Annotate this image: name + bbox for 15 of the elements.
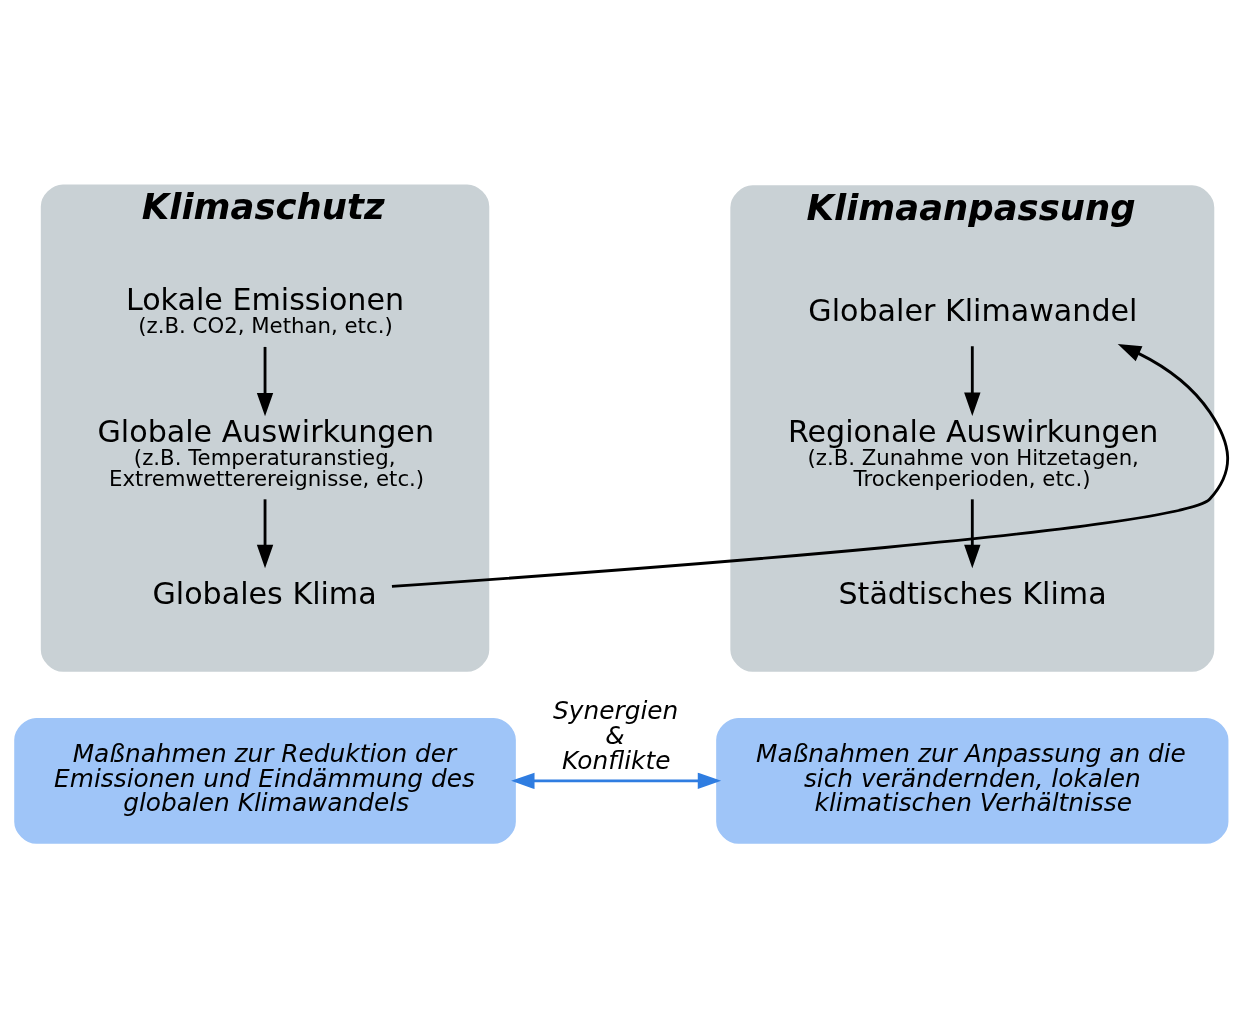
- node-text: Städtisches Klima: [838, 575, 1107, 611]
- arrow: [256, 498, 274, 568]
- arrow: [964, 498, 981, 568]
- node-text: Globaler Klimawandel: [808, 292, 1138, 328]
- arrow: [391, 343, 1229, 588]
- node-text: Globale Auswirkungen (z.B. Temperaturanstieg, Extremwetterereignisse, etc.): [97, 413, 434, 491]
- node-text: Regionale Auswirkungen (z.B. Zunahme von Hitzetagen, Trockenperioden, etc.): [787, 413, 1159, 491]
- arrow: [256, 346, 274, 416]
- arrow: [511, 772, 722, 789]
- arrow: [964, 345, 981, 416]
- node-box: Maßnahmen zur Reduktion der Emissionen und Eindämmung des globalen Klimawandels: [14, 717, 516, 844]
- edge-label: Synergien & Konflikte: [553, 695, 679, 775]
- node-box: Maßnahmen zur Anpassung an die sich verändernden, lokalen klimatischen Verhältnisse: [716, 717, 1229, 844]
- node-text: Globales Klima: [152, 575, 377, 611]
- node-text: Lokale Emissionen (z.B. CO2, Methan, etc.): [125, 281, 405, 338]
